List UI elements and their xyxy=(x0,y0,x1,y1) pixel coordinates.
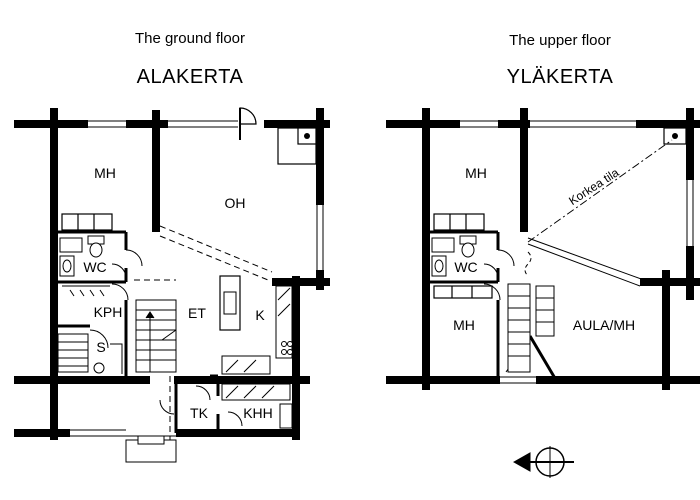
fireplace-icon xyxy=(277,127,317,165)
room-label-wc-upper: WC xyxy=(454,259,477,275)
north-arrow-icon xyxy=(512,446,574,478)
upper-railing xyxy=(527,237,645,287)
room-label-et: ET xyxy=(188,305,206,321)
upper-floor-heading: YLÄKERTA xyxy=(506,66,614,88)
room-label-mh: MH xyxy=(94,165,116,181)
ground-floor-plan: MH OH WC KPH S ET K TK KHH xyxy=(14,107,330,463)
upper-exterior-walls xyxy=(386,108,700,390)
room-label-k: K xyxy=(255,307,265,323)
sink-icon xyxy=(59,255,75,277)
kitchen-island xyxy=(219,275,241,331)
room-label-wc: WC xyxy=(83,259,106,275)
room-label-khh: KHH xyxy=(243,405,273,421)
upper-floor-caption: The upper floor xyxy=(509,32,611,49)
ground-exterior-walls xyxy=(14,108,330,440)
stairs-icon xyxy=(135,299,177,373)
room-label-oh: OH xyxy=(225,195,246,211)
upper-interior-walls xyxy=(426,230,558,381)
upper-windows xyxy=(460,120,694,384)
open-space-boundary xyxy=(527,139,673,243)
ground-room-labels: MH OH WC KPH S ET K TK KHH xyxy=(83,165,272,421)
shower-icon xyxy=(62,283,129,301)
toilet-icon xyxy=(87,235,105,258)
ground-floor-caption: The ground floor xyxy=(134,30,246,47)
room-label-tk: TK xyxy=(190,405,209,421)
front-steps xyxy=(125,435,177,463)
laundry-fixtures xyxy=(159,383,293,429)
room-label-s: S xyxy=(96,339,105,355)
ground-interior-walls xyxy=(54,230,220,433)
room-label-open-space: Korkea tila xyxy=(566,165,621,208)
upper-dashed xyxy=(505,251,532,373)
upper-wc-fixtures xyxy=(431,235,515,301)
upper-stairs-icon xyxy=(507,283,555,373)
upper-cabinets xyxy=(433,213,493,299)
ground-cabinets xyxy=(61,213,113,231)
room-label-mh-upper: MH xyxy=(465,165,487,181)
room-label-kph: KPH xyxy=(94,304,123,320)
ground-floor-heading: ALAKERTA xyxy=(136,66,244,88)
ground-wc-fixtures xyxy=(59,235,143,279)
upper-fireplace xyxy=(663,127,687,145)
kitchen-counter xyxy=(221,285,293,375)
stove-icon xyxy=(57,329,123,374)
upper-floor-plan: MH WC MH AULA/MH Korkea tila xyxy=(386,108,700,390)
room-label-mh-lower: MH xyxy=(453,317,475,333)
room-label-aula: AULA/MH xyxy=(573,317,635,333)
ground-front-door xyxy=(239,107,257,140)
ground-open-boundary xyxy=(134,225,273,440)
